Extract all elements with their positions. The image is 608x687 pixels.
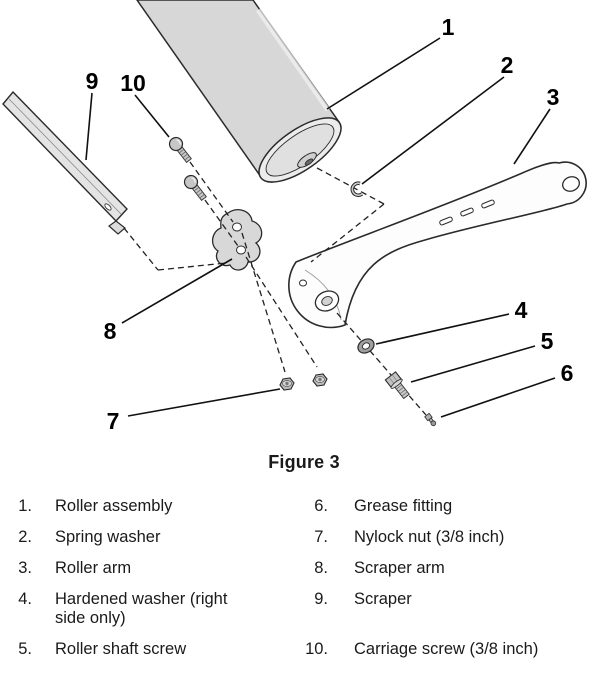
part-label: Spring washer xyxy=(55,528,161,546)
nylock-nut-shape xyxy=(312,373,328,387)
parts-list-row: 2. Spring washer 7. Nylock nut (3/8 inch… xyxy=(0,528,608,547)
parts-list-item: 1. Roller assembly xyxy=(0,497,292,516)
roller-assembly-shape xyxy=(136,0,342,183)
parts-list-item: 4. Hardened washer (right side only) xyxy=(0,590,292,628)
part-label: Nylock nut (3/8 inch) xyxy=(354,528,505,546)
carriage-screw-shape xyxy=(168,136,192,164)
scraper-arm-shape xyxy=(211,209,263,271)
callout-1: 1 xyxy=(442,14,455,40)
parts-list: 1. Roller assembly 6. Grease fitting 2. … xyxy=(0,497,608,659)
callout-3: 3 xyxy=(547,84,560,110)
callout-leader-lines xyxy=(85,37,556,418)
part-label: Roller arm xyxy=(55,559,132,577)
parts-list-row: 4. Hardened washer (right side only) 9. … xyxy=(0,590,608,628)
callout-6: 6 xyxy=(561,360,574,386)
parts-list-item: 5. Roller shaft screw xyxy=(0,640,292,659)
part-number: 5. xyxy=(18,640,32,658)
part-label: Scraper xyxy=(354,590,412,608)
part-label: Grease fitting xyxy=(354,497,453,515)
parts-list-item: 3. Roller arm xyxy=(0,559,292,578)
roller-arm-shape xyxy=(288,161,587,329)
part-number: 6. xyxy=(314,497,328,515)
part-number: 7. xyxy=(314,528,328,546)
parts-list-item: 2. Spring washer xyxy=(0,528,292,547)
part-number: 10. xyxy=(305,640,328,658)
parts-list-row: 3. Roller arm 8. Scraper arm xyxy=(0,559,608,578)
callout-10: 10 xyxy=(120,70,146,96)
callout-4: 4 xyxy=(515,297,528,323)
part-label: Roller shaft screw xyxy=(55,640,187,658)
parts-list-item: 8. Scraper arm xyxy=(292,559,608,578)
exploded-diagram: 1 2 3 4 5 6 7 8 9 10 xyxy=(2,0,587,434)
parts-list-item: 9. Scraper xyxy=(292,590,608,609)
parts-list-row: 1. Roller assembly 6. Grease fitting xyxy=(0,497,608,516)
parts-list-row: 5. Roller shaft screw 10. Carriage screw… xyxy=(0,640,608,659)
part-number: 9. xyxy=(314,590,328,608)
spring-washer-shape xyxy=(350,181,364,198)
parts-list-item: 7. Nylock nut (3/8 inch) xyxy=(292,528,608,547)
part-number: 4. xyxy=(18,590,32,608)
parts-list-item: 6. Grease fitting xyxy=(292,497,608,516)
part-number: 8. xyxy=(314,559,328,577)
part-label: Roller assembly xyxy=(55,497,173,515)
part-label: Hardened washer (right side only) xyxy=(55,590,228,627)
part-number: 3. xyxy=(18,559,32,577)
callout-9: 9 xyxy=(86,68,99,94)
callout-2: 2 xyxy=(501,52,514,78)
scraper-shape xyxy=(2,90,128,235)
part-number: 1. xyxy=(18,497,32,515)
hardened-washer-shape xyxy=(357,338,375,354)
carriage-screw-shape xyxy=(183,174,207,202)
part-number: 2. xyxy=(18,528,32,546)
callout-8: 8 xyxy=(104,318,117,344)
part-label: Carriage screw (3/8 inch) xyxy=(354,640,539,658)
part-label: Scraper arm xyxy=(354,559,445,577)
figure-caption: Figure 3 xyxy=(268,452,340,472)
roller-shaft-screw-shape xyxy=(384,371,410,400)
parts-list-item: 10. Carriage screw (3/8 inch) xyxy=(292,640,608,659)
nylock-nut-shape xyxy=(279,377,295,391)
callout-5: 5 xyxy=(541,328,554,354)
assembly-axis-lines xyxy=(123,161,427,416)
callout-7: 7 xyxy=(107,408,120,434)
grease-fitting-shape xyxy=(424,412,437,427)
